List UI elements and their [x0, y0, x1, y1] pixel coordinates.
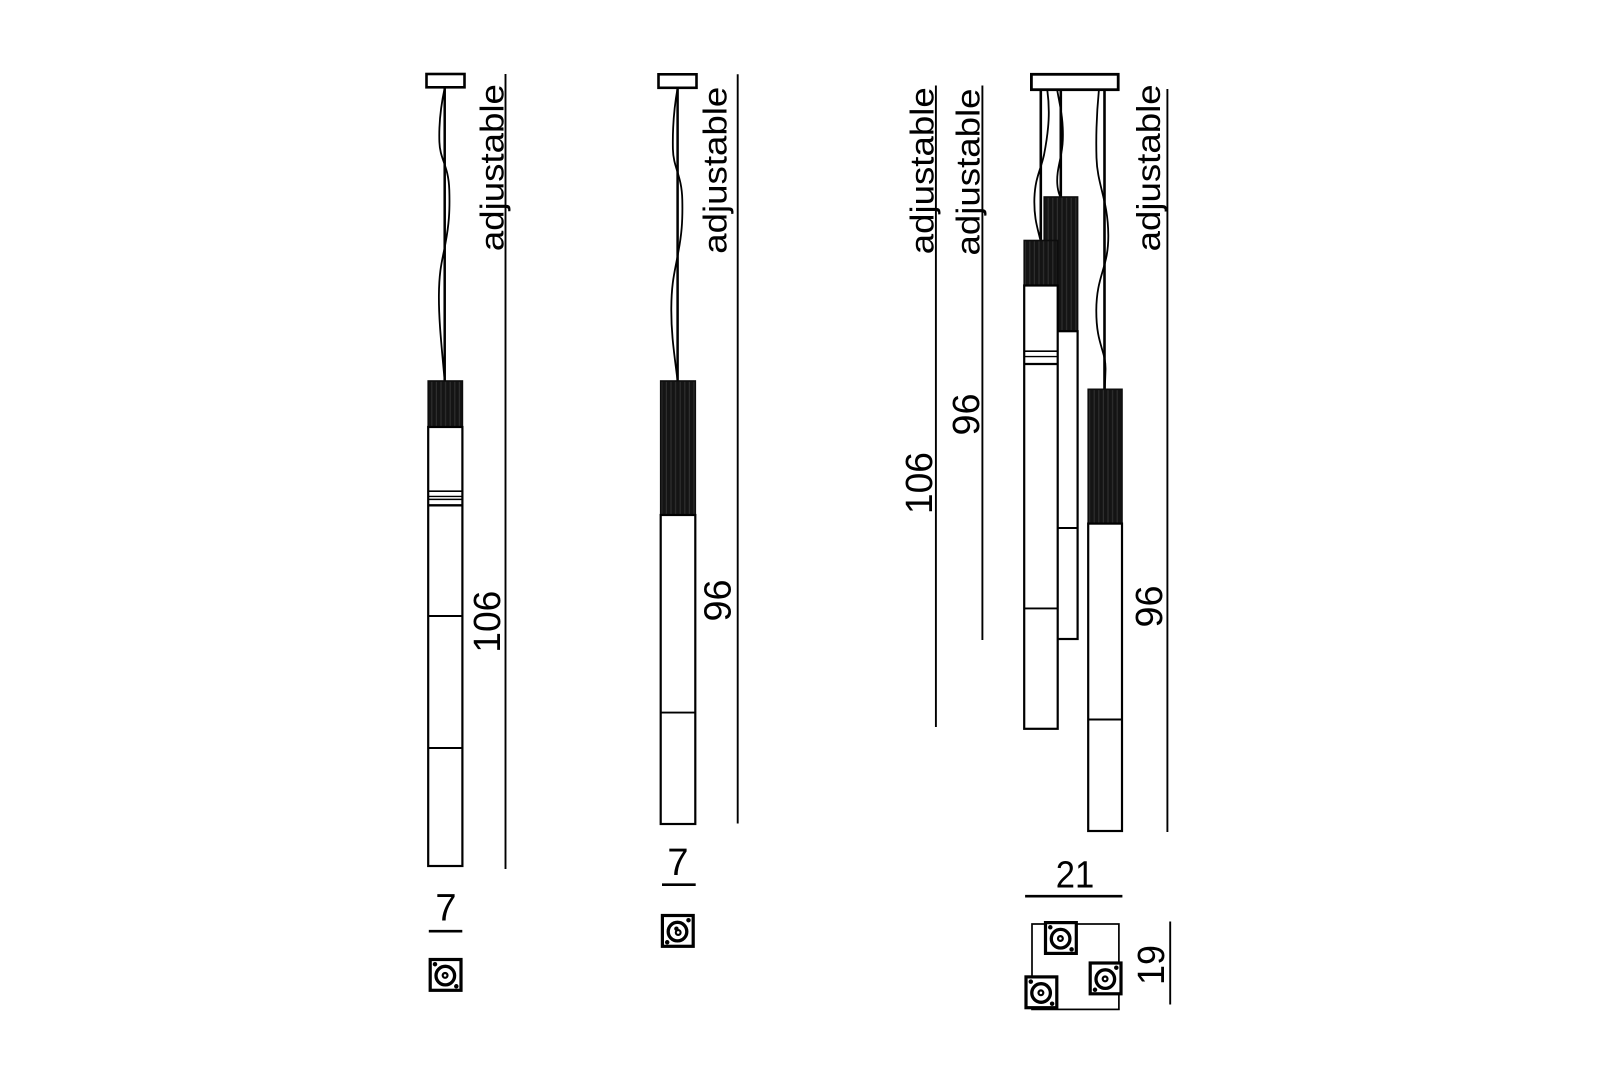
- svg-text:19: 19: [1131, 945, 1173, 985]
- svg-text:adjustable: adjustable: [697, 87, 734, 254]
- svg-text:96: 96: [698, 580, 740, 622]
- svg-text:96: 96: [946, 394, 988, 436]
- svg-text:7: 7: [435, 887, 456, 929]
- svg-text:adjustable: adjustable: [474, 84, 511, 251]
- svg-text:adjustable: adjustable: [1130, 84, 1167, 251]
- svg-text:7: 7: [667, 842, 688, 884]
- svg-text:adjustable: adjustable: [950, 89, 987, 256]
- svg-text:106: 106: [467, 591, 509, 653]
- svg-text:96: 96: [1129, 586, 1171, 628]
- svg-text:adjustable: adjustable: [904, 87, 941, 254]
- svg-text:106: 106: [899, 452, 941, 514]
- svg-text:21: 21: [1056, 854, 1095, 896]
